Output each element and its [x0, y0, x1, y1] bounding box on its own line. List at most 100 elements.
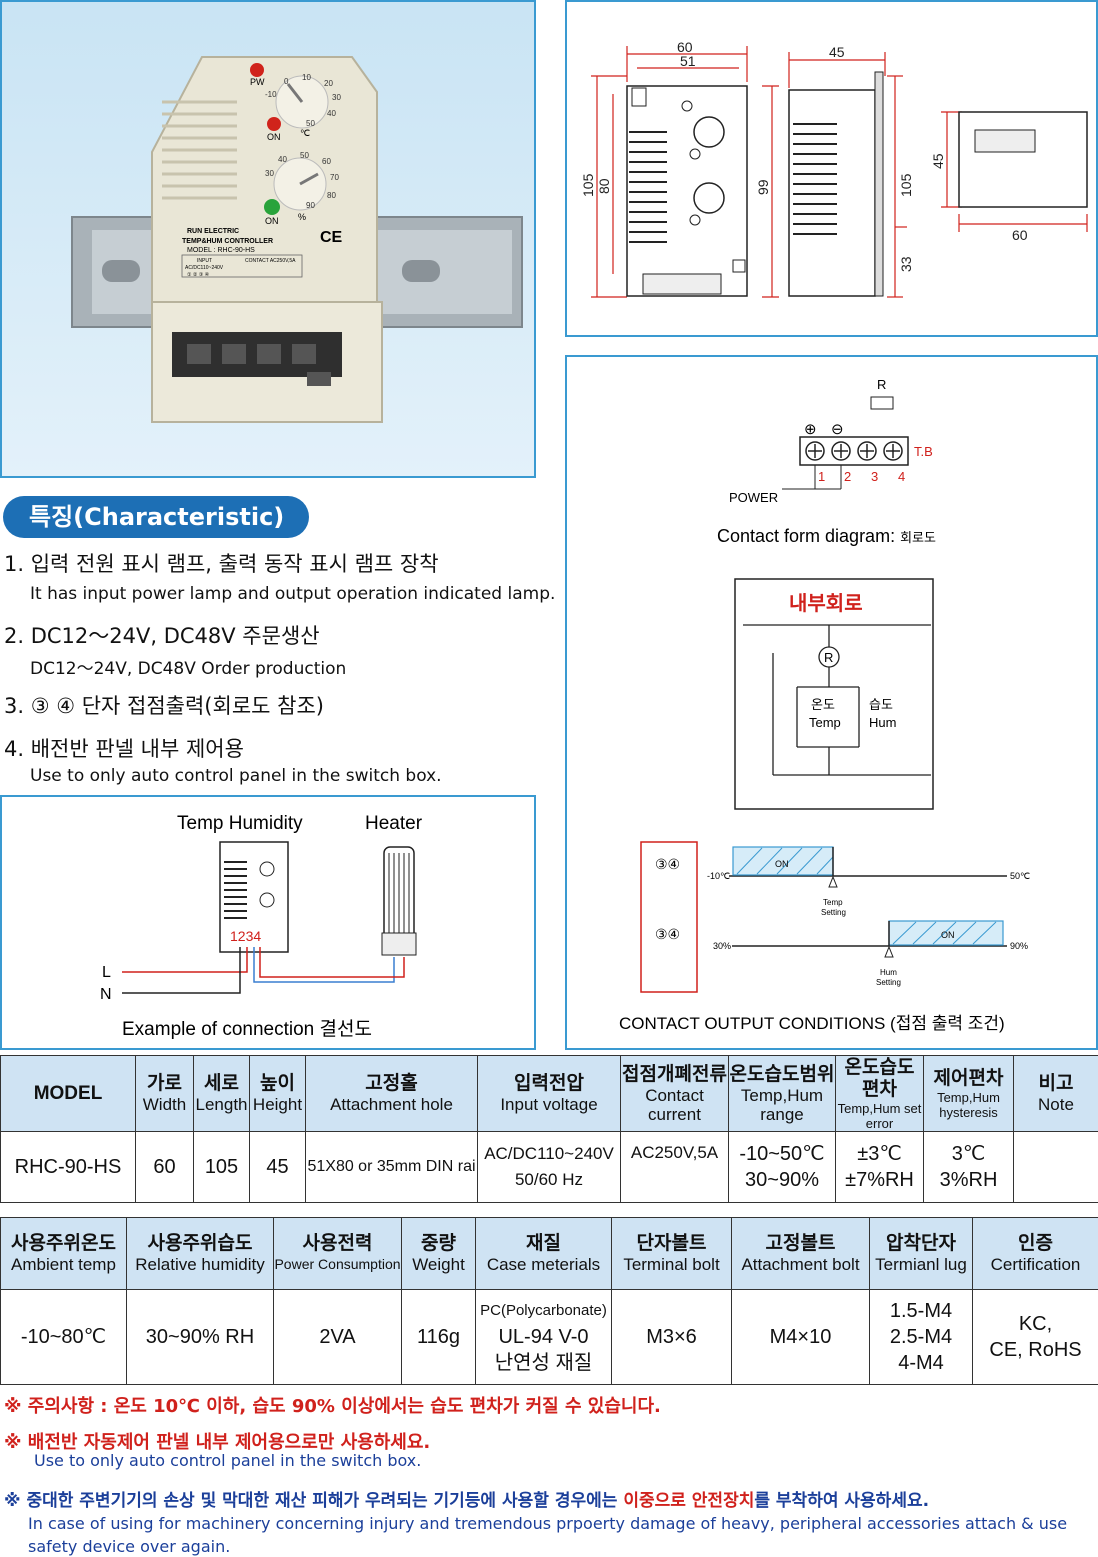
svg-text:AC/DC110~240V: AC/DC110~240V [185, 265, 224, 271]
svg-text:INPUT: INPUT [197, 258, 212, 264]
hum-high-label: 90% [1010, 941, 1028, 951]
svg-text:60: 60 [677, 39, 693, 55]
hum-low-label: 30% [713, 941, 731, 951]
svg-text:3: 3 [871, 469, 878, 484]
cell-humidity: 30~90% RH [126, 1289, 274, 1385]
cell-cert: KC,CE, RoHS [972, 1289, 1098, 1385]
tb-label: T.B [914, 444, 933, 459]
svg-text:4: 4 [898, 469, 905, 484]
table2-data-row: -10~80℃ 30~90% RH 2VA 116g PC(Polycarbon… [0, 1289, 1098, 1385]
caution-note-3-en-2: safety device over again. [28, 1537, 231, 1556]
circuit-diagrams: R ⊕ ⊖ T.B 1 2 3 4 POWER Contact form dia… [619, 377, 1030, 1033]
svg-text:99: 99 [755, 179, 771, 195]
unit-pct-label: % [298, 212, 306, 222]
svg-text:40: 40 [278, 155, 287, 164]
svg-text:70: 70 [330, 173, 339, 182]
temp-led-icon [267, 117, 281, 131]
cell-weight: 116g [401, 1289, 476, 1385]
svg-text:0: 0 [284, 77, 289, 86]
on-label-2: ON [265, 216, 279, 226]
svg-text:50: 50 [306, 119, 315, 128]
feature-1: 1. 입력 전원 표시 램프, 출력 동작 표시 램프 장착 [4, 552, 439, 576]
svg-text:① ② ③ ④: ① ② ③ ④ [187, 272, 210, 278]
l-label: L [102, 964, 111, 981]
connection-example-panel: Temp Humidity Heater 1234 L N Example of… [0, 795, 536, 1050]
output-label-2: ③④ [655, 926, 680, 942]
contact-form-caption: Contact form diagram: 회로도 [717, 526, 936, 546]
dip-switch [307, 372, 331, 386]
hum-setting-marker [884, 945, 894, 958]
power-led-icon [250, 63, 264, 77]
terminal-nums: 1 2 3 4 [818, 469, 905, 484]
cell-current: AC250V,5A [620, 1131, 729, 1203]
n-label: N [100, 986, 112, 1003]
hum-led-icon [264, 199, 280, 215]
feature-2: 2. DC12～24V, DC48V 주문생산 [4, 624, 320, 648]
svg-text:45: 45 [829, 44, 845, 60]
feature-4: 4. 배전반 판넬 내부 제어용 [4, 737, 244, 761]
cell-terminal-bolt: M3×6 [611, 1289, 732, 1385]
temp-high-label: 50℃ [1010, 871, 1030, 881]
svg-text:2: 2 [844, 469, 851, 484]
svg-text:33: 33 [898, 256, 914, 272]
svg-text:80: 80 [327, 191, 336, 200]
ce-mark: CE [320, 229, 343, 246]
caution-note-1: ※ 주의사항 : 온도 10℃ 이하, 습도 90% 이상에서는 습도 편차가 … [4, 1396, 661, 1417]
svg-text:30: 30 [265, 169, 274, 178]
product-photo: PW ON ON ℃ % CE -10 0 10 20 30 40 50 30 … [71, 56, 523, 423]
hum-setting-2: Setting [876, 978, 901, 987]
output-label-1: ③④ [655, 856, 680, 872]
power-label: POWER [729, 490, 778, 505]
svg-text:80: 80 [596, 178, 612, 194]
dimension-labels: 60 51 45 105 80 99 105 33 45 60 [580, 39, 1028, 272]
connection-caption: Example of connection 결선도 [122, 1018, 372, 1040]
svg-text:60: 60 [1012, 227, 1028, 243]
cell-model: RHC-90-HS [0, 1131, 136, 1203]
hum-on-label: ON [941, 930, 955, 940]
temp-ko-label: 온도 [811, 697, 835, 712]
svg-text:50: 50 [300, 151, 309, 160]
caution-note-3: ※ 중대한 주변기기의 손상 및 막대한 재산 피해가 우려되는 기기등에 사용… [4, 1491, 930, 1511]
r-top-label: R [877, 377, 886, 392]
temp-on-label: ON [775, 859, 789, 869]
caution-note-2-en: Use to only auto control panel in the sw… [34, 1451, 422, 1470]
temp-setting-2: Setting [821, 908, 846, 917]
front-dial-2 [693, 182, 725, 214]
contact-output-caption: CONTACT OUTPUT CONDITIONS (접점 출력 조건) [619, 1014, 1005, 1033]
internal-circuit-box [734, 578, 934, 810]
svg-text:60: 60 [322, 157, 331, 166]
front-dial-1 [693, 116, 725, 148]
plus-icon: ⊕ [804, 421, 817, 438]
feature-3: 3. ③ ④ 단자 접점출력(회로도 참조) [4, 694, 324, 718]
dimension-drawing-panel: 60 51 45 105 80 99 105 33 45 60 [565, 0, 1098, 337]
hum-ko-label: 습도 [869, 697, 893, 712]
unit-c-label: ℃ [300, 128, 310, 138]
relay-r-label: R [824, 650, 833, 665]
vent-slots [162, 100, 237, 200]
cell-note [1013, 1131, 1098, 1203]
svg-text:MODEL : RHC-90-HS: MODEL : RHC-90-HS [187, 247, 255, 254]
feature-1-en: It has input power lamp and output opera… [30, 584, 556, 604]
on-label-1: ON [267, 132, 281, 142]
product-label: RUN ELECTRIC TEMP&HUM CONTROLLER MODEL :… [181, 228, 303, 278]
hum-scale: 30 40 50 60 70 80 90 [265, 151, 339, 210]
svg-text:105: 105 [898, 173, 914, 197]
